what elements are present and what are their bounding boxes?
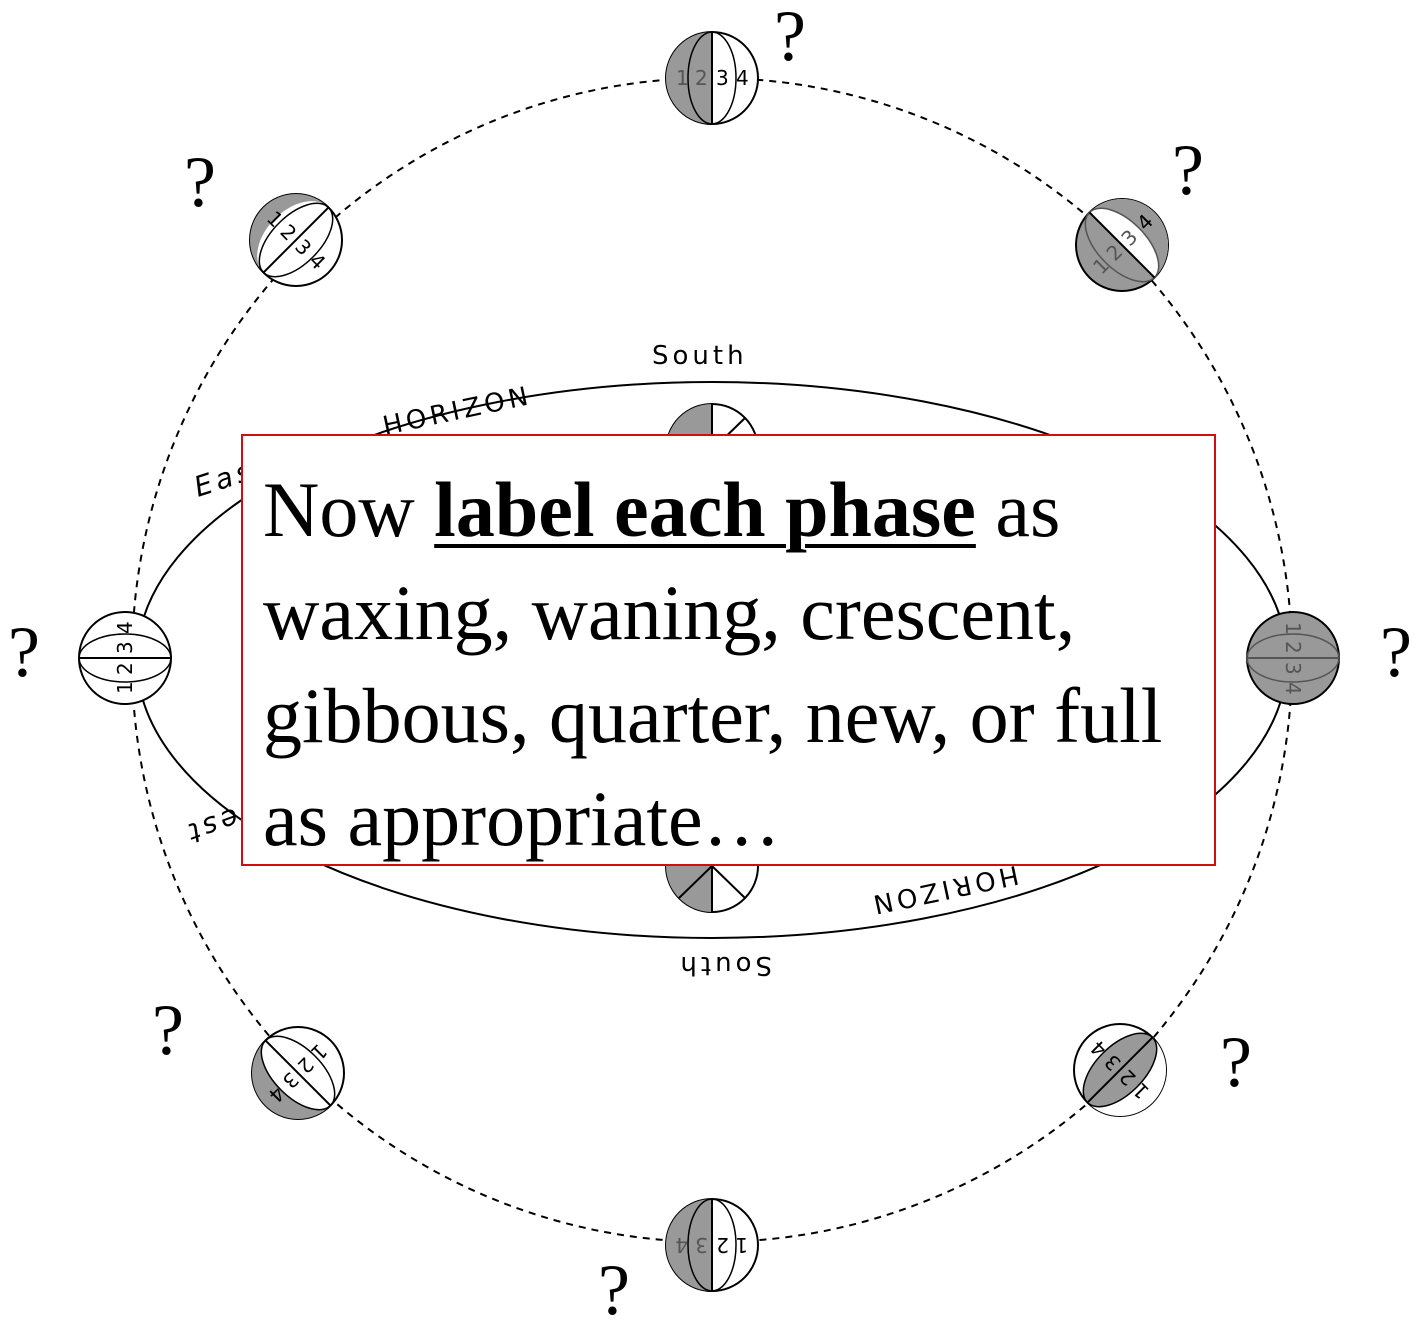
- moon-bottom-right: 1 2 3 4: [1073, 1023, 1167, 1117]
- south-label-top: South: [652, 341, 748, 371]
- moon-left: 1 2 3 4: [78, 611, 172, 705]
- moon-top: 1 2 3 4: [665, 31, 759, 125]
- south-label-bottom: South: [676, 950, 772, 980]
- svg-text:3: 3: [113, 641, 137, 654]
- question-mark-bottom-right: ?: [1220, 1022, 1252, 1102]
- svg-text:2: 2: [113, 662, 137, 675]
- svg-text:4: 4: [736, 66, 749, 90]
- instruction-text-after: as waxing, waning, crescent, gibbous, qu…: [263, 466, 1163, 862]
- moon-top-left: 1 2 3 4: [249, 193, 343, 287]
- question-mark-bottom-left: ?: [152, 990, 184, 1070]
- moon-bottom-left: 1 2 3 4: [251, 1026, 345, 1120]
- moon-bottom: 1 2 3 4: [665, 1198, 759, 1292]
- horizon-label-top: HORIZON: [380, 381, 534, 442]
- svg-text:1: 1: [113, 681, 137, 694]
- svg-text:3: 3: [716, 66, 729, 90]
- question-mark-bottom: ?: [598, 1250, 630, 1320]
- moon-right: 1 2 3 4: [1246, 611, 1340, 705]
- svg-text:1: 1: [735, 1233, 748, 1257]
- svg-text:2: 2: [716, 1233, 729, 1257]
- question-mark-top-left: ?: [184, 142, 216, 222]
- svg-text:3: 3: [1281, 662, 1305, 675]
- svg-text:4: 4: [675, 1233, 688, 1257]
- horizon-label-bottom: HORIZON: [867, 859, 1021, 920]
- svg-text:4: 4: [1281, 682, 1305, 695]
- instruction-text-before: Now: [263, 466, 435, 553]
- question-mark-left: ?: [8, 612, 40, 692]
- instruction-box: Now label each phase as waxing, waning, …: [241, 434, 1216, 866]
- svg-text:1: 1: [676, 66, 689, 90]
- svg-text:2: 2: [1281, 641, 1305, 654]
- question-mark-top: ?: [774, 0, 806, 76]
- question-mark-top-right: ?: [1172, 130, 1204, 210]
- moon-top-right: 1 2 3 4: [1075, 198, 1169, 292]
- question-mark-right: ?: [1380, 612, 1412, 692]
- instruction-emphasis: label each phase: [434, 466, 976, 553]
- svg-text:3: 3: [695, 1233, 708, 1257]
- svg-text:4: 4: [113, 621, 137, 634]
- svg-text:1: 1: [1281, 622, 1305, 635]
- svg-text:2: 2: [695, 66, 708, 90]
